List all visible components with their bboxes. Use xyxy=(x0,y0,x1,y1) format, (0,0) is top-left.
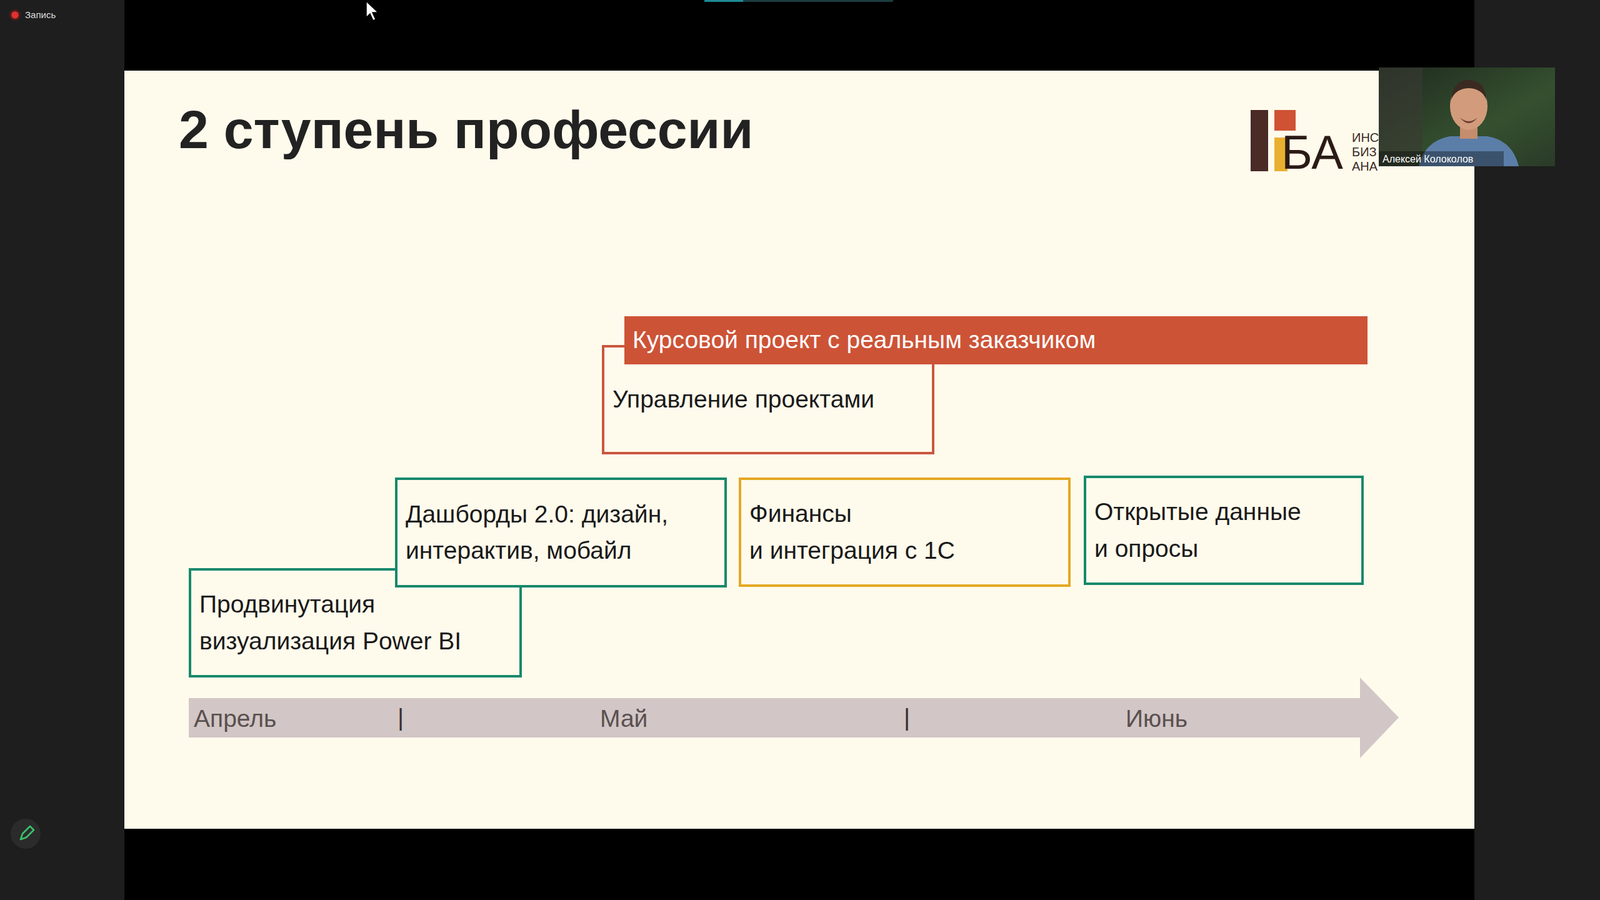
course-box: Дашборды 2.0: дизайн, интерактив, мобайл xyxy=(395,477,727,588)
box-text: Финансы и интеграция с 1С xyxy=(749,495,1060,569)
box-text: Открытые данные и опросы xyxy=(1094,493,1354,567)
left-sidebar xyxy=(0,0,125,900)
recording-label: Запись xyxy=(25,10,56,20)
course-box: Открытые данные и опросы xyxy=(1083,475,1364,585)
logo-text: АНА xyxy=(1351,160,1378,173)
month-label: Апрель xyxy=(193,706,277,731)
project-band: Курсовой проект с реальным заказчиком xyxy=(624,316,1368,365)
month-label: Май xyxy=(600,706,648,731)
logo-letters: БА xyxy=(1281,128,1344,177)
box-text: Продвинутация визуализация Power BI xyxy=(199,586,512,660)
course-box: Финансы и интеграция с 1С xyxy=(738,477,1071,587)
month-divider: | xyxy=(903,705,910,730)
logo-text: ИНС xyxy=(1351,131,1379,144)
month-divider: | xyxy=(397,705,404,730)
participant-name: Алексей Колоколов xyxy=(1382,154,1474,165)
month-label: Июнь xyxy=(1125,706,1188,731)
box-text: Курсовой проект с реальным заказчиком xyxy=(632,321,1360,359)
box-text: Управление проектами xyxy=(612,381,924,419)
slide-title: 2 ступень профессии xyxy=(178,102,754,157)
box-text: Дашборды 2.0: дизайн, интерактив, мобайл xyxy=(405,496,717,570)
logo-text: БИЗ xyxy=(1351,145,1377,159)
